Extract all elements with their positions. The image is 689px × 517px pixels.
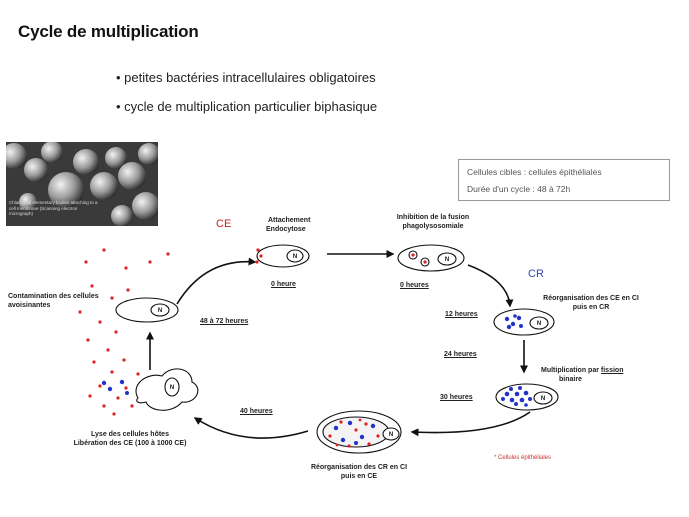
nucleus-label: N: [170, 385, 174, 391]
label-fission: fission: [600, 367, 624, 374]
ce-tag: CE: [216, 218, 232, 230]
label-multiplication-text: Multiplication par: [541, 367, 599, 374]
arrow-contamination-to-attachment: [176, 257, 257, 305]
arrow-inclusion-to-lysis: [193, 417, 309, 439]
label-time-0h-b: 0 heures: [400, 282, 429, 289]
label-reorg-cr-2: puis en CE: [340, 473, 378, 480]
label-reorg-cr: Réorganisation des CR en CI: [310, 464, 408, 471]
footnote: * Cellules épithéliales: [494, 455, 552, 461]
micrograph-caption: Chlamydial elementary bodies attaching t…: [9, 200, 98, 216]
cell-attachment: [256, 244, 310, 268]
nucleus-label: N: [389, 432, 393, 438]
label-binaire: binaire: [559, 376, 582, 383]
inclusion-mixed-particles: [328, 418, 380, 448]
nucleus-label: N: [445, 257, 449, 263]
label-time-30h: 30 heures: [440, 394, 473, 401]
nucleus-label: N: [158, 308, 162, 314]
label-attachement: Attachement: [268, 217, 311, 224]
label-time-24h: 24 heures: [444, 351, 477, 358]
target-cells-text: Cellules cibles : cellules épithéliales: [467, 167, 602, 177]
cell-inclusion: [316, 410, 402, 454]
label-time-12h: 12 heures: [445, 311, 478, 318]
label-inhibition: Inhibition de la fusion: [396, 214, 470, 221]
cell-inhibition: [397, 244, 465, 272]
cell-contamination: [115, 297, 179, 323]
bullet-obligate-intracellular: • petites bactéries intracellulaires obl…: [116, 70, 376, 85]
cr-particles-small: [504, 314, 523, 330]
phagosome-ce-particles: [411, 253, 427, 264]
arrow-multiplication-to-inclusion: [410, 411, 531, 437]
nucleus-label: N: [537, 321, 541, 327]
page-title: Cycle de multiplication: [18, 22, 199, 41]
cell-reorganisation-ce: [493, 308, 555, 336]
label-contamination: Contamination des cellules: [8, 293, 99, 300]
cr-tag: CR: [528, 268, 544, 280]
label-liberation-ce: Libération des CE (100 à 1000 CE): [73, 440, 187, 447]
bullet-biphasic-cycle: • cycle de multiplication particulier bi…: [116, 99, 378, 114]
arrow-inhibition-to-reorganisation: [467, 264, 514, 308]
label-time-48-72h: 48 à 72 heures: [200, 318, 249, 325]
cr-particles-dense: [501, 386, 532, 407]
label-endocytose: Endocytose: [266, 226, 306, 233]
attached-ce-particles: [255, 248, 263, 264]
nucleus-label: N: [541, 396, 545, 402]
released-cr-particles: [101, 379, 129, 395]
label-reorg-ce-2: puis en CR: [572, 304, 610, 311]
nucleus-label: N: [293, 254, 297, 260]
label-lyse: Lyse des cellules hôtes: [91, 431, 169, 438]
micrograph-spheres: [6, 142, 158, 226]
cycle-duration-text: Durée d'un cycle : 48 à 72h: [467, 184, 571, 194]
label-reorg-ce: Réorganisation des CE en CI: [543, 295, 639, 302]
label-time-40h: 40 heures: [240, 408, 273, 415]
released-ce-particles: [78, 248, 170, 416]
cell-lysis: [135, 368, 199, 411]
label-avoisinantes: avoisinantes: [8, 302, 51, 309]
label-phagolysosomiale: phagolysosomiale: [402, 223, 464, 230]
label-multiplication: Multiplication par fission: [541, 367, 623, 376]
label-time-0h: 0 heure: [271, 281, 296, 288]
micrograph-image: Chlamydial elementary bodies attaching t…: [6, 142, 158, 226]
info-box: Cellules cibles : cellules épithéliales …: [458, 159, 670, 201]
